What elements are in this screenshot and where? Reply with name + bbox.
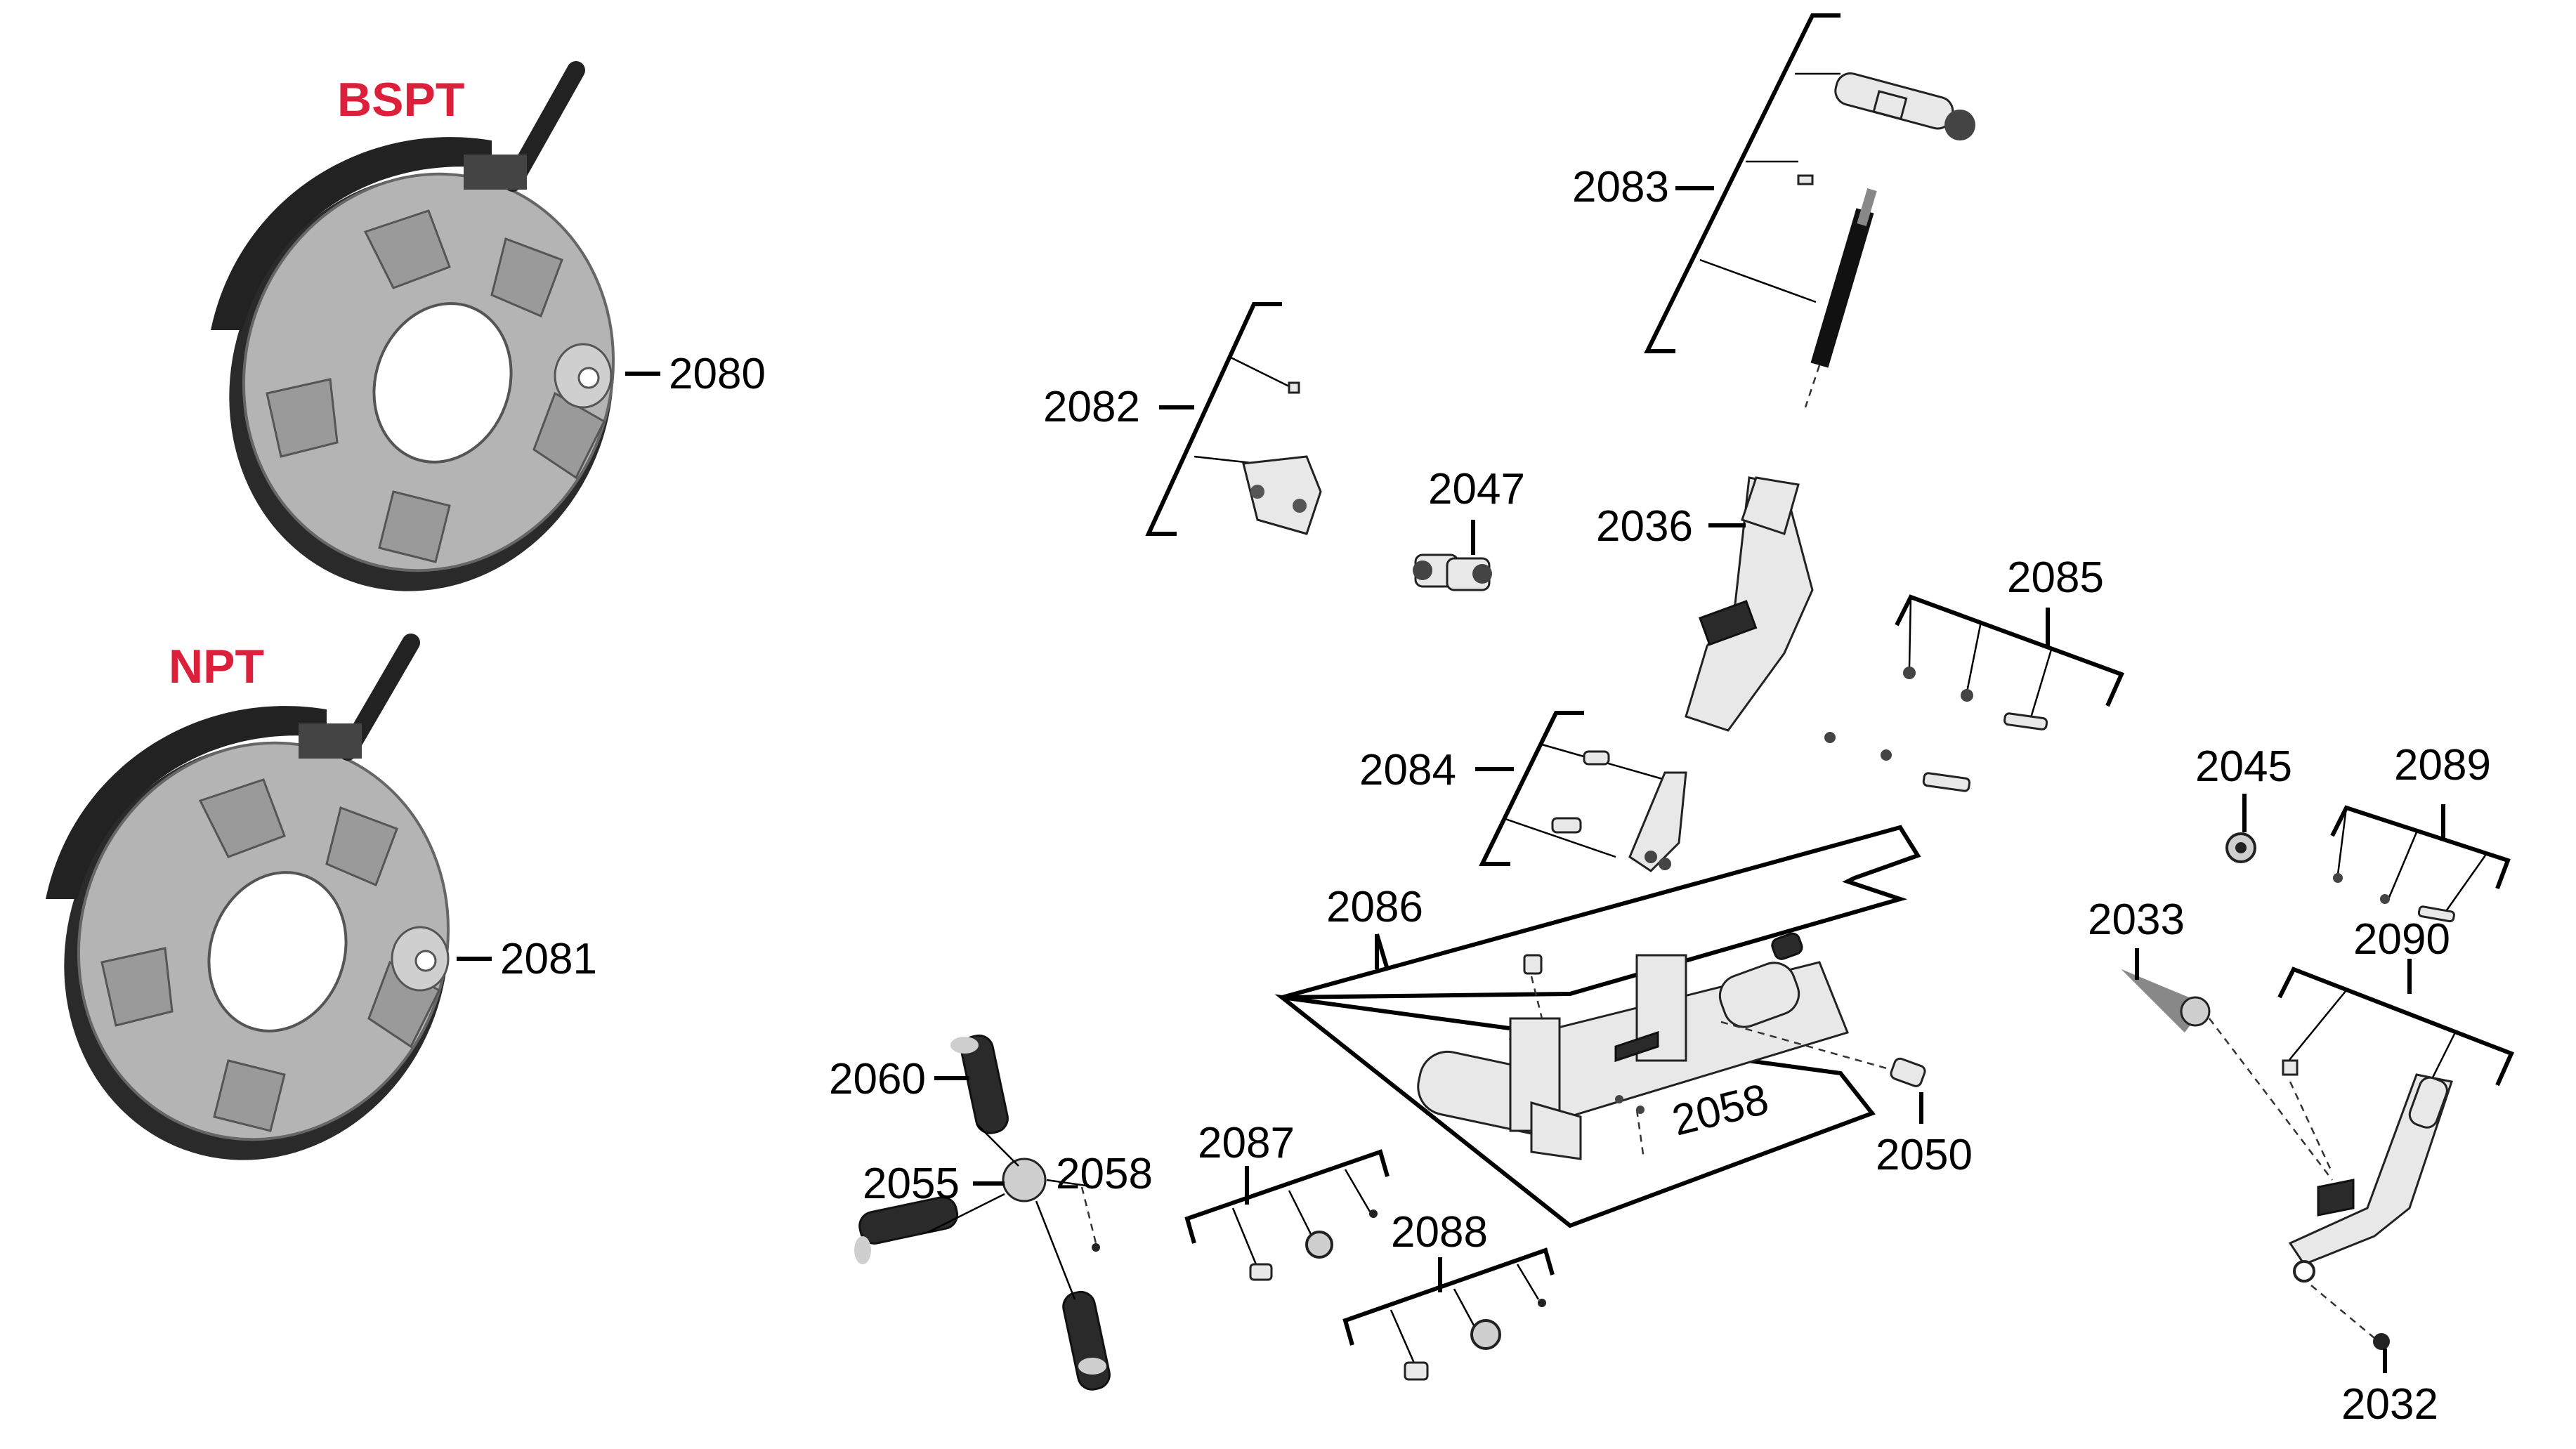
bracket-2084: [1479, 711, 1687, 872]
part-number-2088: 2088: [1391, 1208, 1488, 1257]
bracket-2082: [1145, 302, 1322, 536]
handle-assembly: [854, 1034, 1111, 1391]
thread-label-npt: NPT: [169, 640, 264, 693]
part-number-2083: 2083: [1572, 163, 1669, 211]
part-number-2045: 2045: [2195, 742, 2292, 791]
part-number-2085: 2085: [2007, 553, 2104, 602]
part-number-2033: 2033: [2088, 896, 2185, 944]
part-2036-arm: [1685, 476, 1814, 732]
part-number-2090: 2090: [2353, 915, 2450, 964]
bracket-2087: [1184, 1149, 1390, 1281]
part-number-2089: 2089: [2394, 741, 2491, 789]
bracket-2083: [1644, 13, 1975, 408]
part-2086-carriage: [1375, 932, 1926, 1160]
part-number-2060: 2060: [829, 1055, 926, 1103]
part-number-2055: 2055: [863, 1160, 960, 1208]
part-number-2058-handle: 2058: [1056, 1150, 1153, 1198]
part-number-2084: 2084: [1359, 746, 1456, 794]
part-number-2081: 2081: [500, 935, 597, 983]
part-number-2080: 2080: [669, 350, 766, 398]
part-2090-lever: [2288, 1073, 2453, 1373]
part-2047-rollers: [1413, 520, 1492, 591]
part-2033-cone: [2121, 948, 2333, 1181]
bracket-2089: [2330, 804, 2511, 923]
part-number-2036: 2036: [1596, 502, 1693, 551]
bracket-2085: [1824, 594, 2125, 792]
die-head-npt: [46, 634, 450, 1160]
thread-label-bspt: BSPT: [337, 73, 464, 126]
part-number-2058-carriage: 2058: [1668, 1075, 1774, 1145]
part-number-2086: 2086: [1326, 883, 1423, 931]
part-2045-nut: [2225, 794, 2256, 863]
part-number-2047: 2047: [1428, 465, 1525, 513]
die-head-bspt: [211, 61, 615, 591]
part-number-2050: 2050: [1876, 1131, 1973, 1179]
bracket-2088: [1342, 1247, 1555, 1381]
part-number-2082: 2082: [1043, 383, 1140, 431]
part-number-2087: 2087: [1198, 1119, 1295, 1167]
part-number-2032: 2032: [2341, 1380, 2438, 1429]
